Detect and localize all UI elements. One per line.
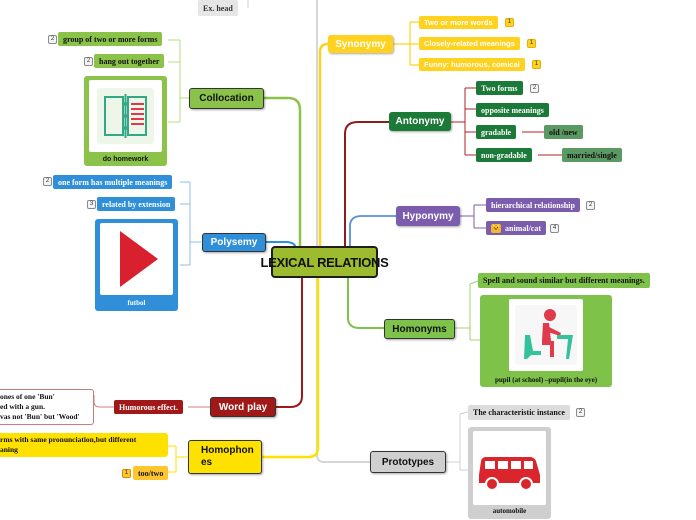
homophones-description-line-2: aning	[0, 445, 18, 454]
homonyms-image-caption: pupil (at school) –pupil(in the eye)	[494, 376, 598, 384]
connector-wordplay	[276, 276, 303, 408]
homonyms-image-frame	[509, 299, 583, 371]
antonymy-gradable[interactable]: gradable	[476, 125, 517, 139]
connector-hyponymy	[349, 215, 396, 262]
topic-hyponymy[interactable]: Hyponymy	[396, 206, 460, 226]
connector-wordplay-items	[93, 395, 210, 408]
connector-collocation	[264, 96, 302, 250]
connector-antonymy	[344, 121, 390, 258]
wordplay-example-line-2: ed with a gun.	[0, 402, 46, 411]
connector-collocation-items	[168, 39, 189, 123]
topic-homonyms[interactable]: Homonyms	[384, 319, 455, 339]
collocation-item-2-badge: 2	[84, 57, 93, 66]
notebook-icon	[97, 88, 154, 144]
homophones-example-badge: 1	[122, 469, 131, 478]
hyponymy-hierarchical-badge: 2	[586, 201, 595, 210]
connector-homophones-items	[168, 445, 188, 473]
wordplay-example-line-1: ones of one 'Bun'	[0, 392, 55, 401]
antonymy-gradable-example[interactable]: old /new	[544, 125, 583, 139]
polysemy-image-frame	[100, 223, 173, 295]
polysemy-image-card[interactable]: futbol	[95, 219, 178, 311]
hyponymy-animal-cat-badge: 4	[550, 224, 559, 233]
synonymy-item-2-badge: 1	[527, 39, 536, 48]
wordplay-humorous-effect[interactable]: Humorous effect.	[114, 400, 183, 414]
car-icon	[479, 457, 540, 491]
connector-homophones	[262, 270, 320, 459]
polysemy-item-1-badge: 2	[43, 177, 52, 186]
connector-trunk-grey	[316, 0, 370, 463]
homophones-example[interactable]: too/two	[133, 466, 169, 480]
connector-polysemy-items	[180, 181, 201, 266]
homonyms-description[interactable]: Spell and sound similar but different me…	[478, 273, 650, 288]
topic-synonymy[interactable]: Synonymy	[328, 35, 393, 53]
hyponymy-hierarchical[interactable]: hierarchical relationship	[486, 198, 580, 212]
topic-prototypes[interactable]: Prototypes	[370, 451, 446, 473]
polysemy-multiple-meanings[interactable]: one form has multiple meanings	[53, 175, 173, 189]
topic-word-play[interactable]: Word play	[210, 397, 276, 417]
connector-hyponymy-items	[460, 204, 486, 229]
topic-homophones[interactable]: Homophon es	[188, 440, 262, 474]
connector-homonyms	[347, 270, 384, 329]
topic-collocation[interactable]: Collocation	[189, 88, 264, 109]
collocation-image-frame	[89, 80, 162, 152]
wordplay-example-line-3: vas not 'Bun' but 'Wood'	[0, 412, 80, 421]
collocation-image-caption: do homework	[102, 156, 149, 163]
homophones-description-line-1: rms with same pronunciation,but differen…	[0, 435, 137, 444]
prototypes-description[interactable]: The characteristic instance	[468, 405, 570, 420]
antonymy-non-gradable[interactable]: non-gradable	[476, 148, 532, 162]
connector-synonymy	[318, 42, 329, 258]
antonymy-non-gradable-example[interactable]: married/single	[562, 148, 622, 162]
antonymy-two-forms[interactable]: Two forms	[476, 81, 523, 95]
two-forms-badge: 2	[530, 84, 539, 93]
hyponymy-animal-cat[interactable]: 🐱 animal/cat	[486, 221, 546, 235]
synonymy-item-closely-related[interactable]: Closely-related meanings	[419, 37, 520, 50]
synonymy-item-funny[interactable]: Funny: humorous, comical	[419, 58, 525, 71]
prototypes-image-card[interactable]: automobile	[468, 427, 551, 519]
polysemy-related-by-extension[interactable]: related by extension	[97, 197, 176, 211]
homonyms-image-card[interactable]: pupil (at school) –pupil(in the eye)	[480, 295, 612, 387]
polysemy-item-2-badge: 3	[87, 200, 96, 209]
connector-synonymy-items	[393, 21, 420, 66]
polysemy-image-caption: futbol	[127, 299, 146, 307]
central-topic[interactable]: LEXICAL RELATIONS	[260, 246, 389, 278]
wordplay-example-note[interactable]: ones of one 'Bun' ed with a gun. vas not…	[0, 389, 94, 425]
topic-antonymy[interactable]: Antonymy	[389, 112, 451, 131]
connector-antonymy-items	[451, 87, 562, 156]
collocation-image-card[interactable]: do homework	[84, 76, 167, 166]
collocation-item-1-badge: 2	[48, 35, 57, 44]
partial-node-ex-head[interactable]: Ex. head	[198, 0, 238, 16]
cat-icon: 🐱	[491, 223, 501, 233]
synonymy-item-1-badge: 1	[505, 18, 514, 27]
student-at-desk-icon	[515, 305, 577, 365]
homophones-description[interactable]: rms with same pronunciation,but differen…	[0, 433, 168, 457]
connector-prototypes-items	[446, 411, 469, 471]
topic-homophones-line-1: Homophon	[201, 445, 254, 456]
topic-polysemy[interactable]: Polysemy	[202, 233, 266, 252]
synonymy-item-3-badge: 1	[532, 60, 541, 69]
connector-homonyms-items	[455, 280, 480, 341]
synonymy-item-two-or-more-words[interactable]: Two or more words	[419, 16, 498, 29]
collocation-hang-out-together[interactable]: hang out together	[94, 54, 165, 68]
play-icon	[120, 231, 158, 287]
topic-homophones-line-2: es	[201, 457, 213, 468]
collocation-group-of-forms[interactable]: group of two or more forms	[58, 32, 163, 46]
prototypes-image-caption: automobile	[492, 507, 527, 515]
prototypes-badge: 2	[576, 408, 585, 417]
antonymy-opposite-meanings[interactable]: opposite meanings	[476, 103, 549, 117]
hyponymy-animal-cat-label: animal/cat	[505, 223, 541, 233]
prototypes-image-frame	[473, 431, 546, 505]
